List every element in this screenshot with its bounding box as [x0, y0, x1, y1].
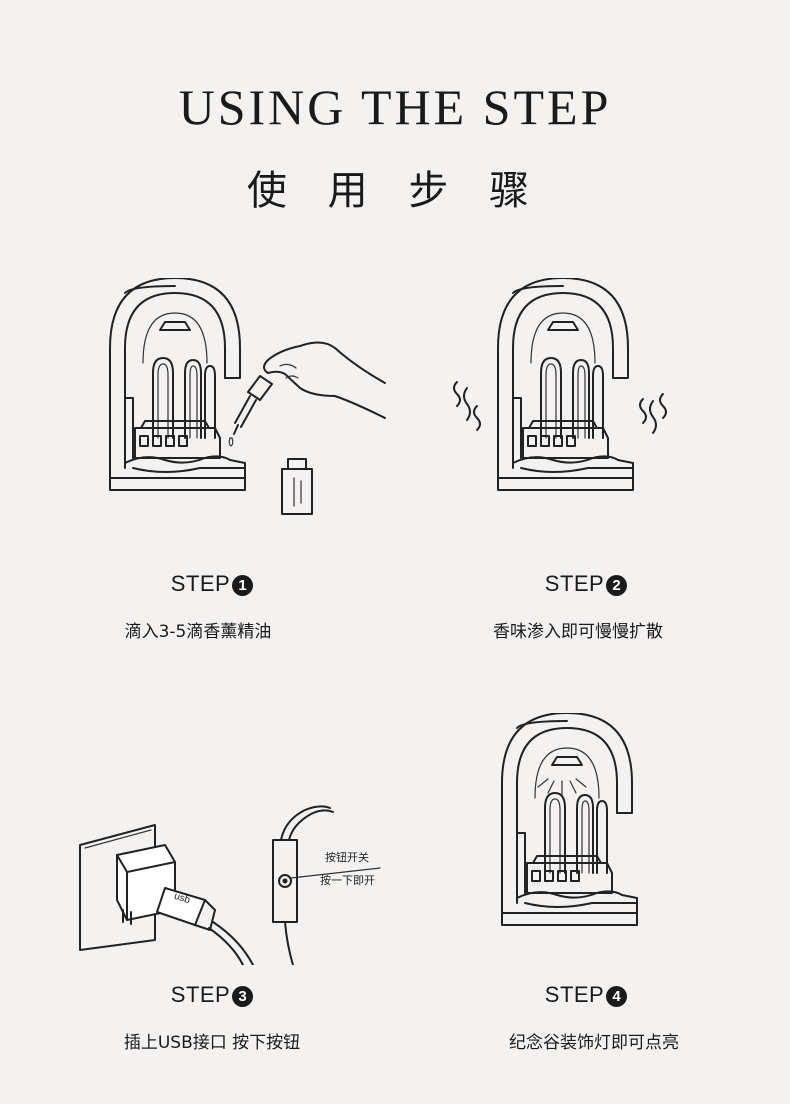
page-title-zh: 使 用 步 骤 [246, 168, 544, 214]
step-desc-2: 香味渗入即可慢慢扩散 [493, 622, 663, 642]
light-rays-icon [537, 778, 587, 796]
step-label-text: STEP [170, 982, 231, 1007]
scent-wave-icon [453, 381, 481, 431]
step-number-badge: 4 [606, 986, 628, 1007]
step-number-badge: 2 [606, 575, 628, 596]
step-number-badge: 1 [232, 575, 254, 596]
step-desc-4: 纪念谷装饰灯即可点亮 [509, 1033, 679, 1053]
step3-illustration [79, 805, 381, 965]
hand-icon [263, 341, 386, 419]
step2-illustration [453, 278, 667, 491]
step4-illustration [501, 713, 638, 926]
page-title-en: USING THE STEP [178, 79, 612, 135]
step-label-text: STEP [544, 571, 605, 596]
step1-illustration [109, 278, 386, 515]
scent-wave-icon [639, 393, 667, 434]
step-label-text: STEP [170, 571, 231, 596]
step-number-badge: 3 [232, 986, 254, 1007]
wall-socket-icon [79, 824, 156, 951]
press-callout: 按一下即开 [320, 874, 375, 887]
step-label-text: STEP [544, 982, 605, 1007]
switch-callout: 按钮开关 [325, 851, 369, 864]
step-desc-1: 滴入3-5滴香薰精油 [124, 622, 272, 642]
oil-bottle-icon [281, 468, 313, 515]
step-desc-3: 插上USB接口 按下按钮 [123, 1033, 301, 1053]
